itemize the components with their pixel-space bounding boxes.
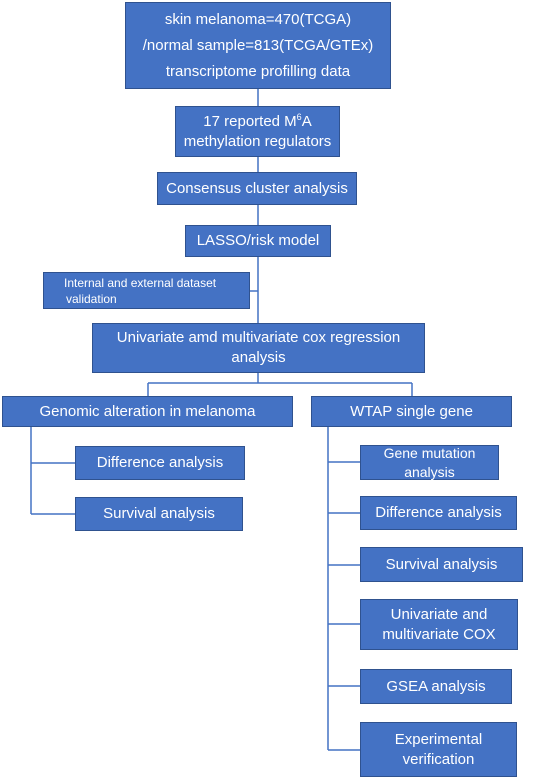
validation-line2: validation xyxy=(66,291,117,306)
regulators-box: 17 reported M6A methylation regulators xyxy=(175,106,340,157)
wtap-box: WTAP single gene xyxy=(311,396,512,427)
wtap-cox-line1: Univariate and xyxy=(390,605,488,623)
genomic-survival-label: Survival analysis xyxy=(103,505,215,522)
data-source-line3: transcriptome profilling data xyxy=(165,62,351,80)
validation-box: Internal and external dataset validation xyxy=(43,272,250,309)
wtap-experimental-line2: verification xyxy=(402,750,475,768)
genomic-difference-label: Difference analysis xyxy=(96,454,224,471)
wtap-gene-mutation-line1: Gene mutation xyxy=(383,444,476,461)
wtap-cox-box: Univariate and multivariate COX xyxy=(360,599,518,650)
lasso-label: LASSO/risk model xyxy=(196,232,320,249)
wtap-gene-mutation-line2: analysis xyxy=(404,463,455,480)
wtap-difference-label: Difference analysis xyxy=(375,504,502,521)
genomic-difference-box: Difference analysis xyxy=(75,446,245,480)
genomic-survival-box: Survival analysis xyxy=(75,497,243,531)
genomic-alteration-box: Genomic alteration in melanoma xyxy=(2,396,293,427)
cox-regression-line1: Univariate amd multivariate cox regressi… xyxy=(116,329,401,346)
consensus-label: Consensus cluster analysis xyxy=(166,179,348,197)
regulators-line1-sup: 6 xyxy=(296,111,302,122)
consensus-box: Consensus cluster analysis xyxy=(157,172,357,205)
regulators-line2: methylation regulators xyxy=(183,132,332,150)
wtap-title: WTAP single gene xyxy=(350,402,473,420)
cox-regression-box: Univariate amd multivariate cox regressi… xyxy=(92,323,425,373)
wtap-experimental-line1: Experimental xyxy=(394,730,483,748)
cox-regression-line2: analysis xyxy=(231,349,286,366)
wtap-survival-label: Survival analysis xyxy=(385,555,498,573)
lasso-box: LASSO/risk model xyxy=(185,225,331,257)
data-source-box: skin melanoma=470(TCGA) /normal sample=8… xyxy=(125,2,391,89)
genomic-alteration-title: Genomic alteration in melanoma xyxy=(39,402,256,420)
wtap-difference-box: Difference analysis xyxy=(360,496,517,530)
regulators-line1-post: A xyxy=(301,112,312,130)
wtap-experimental-box: Experimental verification xyxy=(360,722,517,777)
wtap-gsea-label: GSEA analysis xyxy=(386,677,486,695)
wtap-cox-line2: multivariate COX xyxy=(382,625,496,643)
wtap-gsea-box: GSEA analysis xyxy=(360,669,512,704)
regulators-line1-pre: 17 reported M xyxy=(203,112,297,130)
wtap-survival-box: Survival analysis xyxy=(360,547,523,582)
validation-line1: Internal and external dataset xyxy=(64,275,217,290)
wtap-gene-mutation-box: Gene mutation analysis xyxy=(360,445,499,480)
data-source-line2: /normal sample=813(TCGA/GTEx) xyxy=(142,36,374,54)
data-source-line1: skin melanoma=470(TCGA) xyxy=(164,10,352,28)
